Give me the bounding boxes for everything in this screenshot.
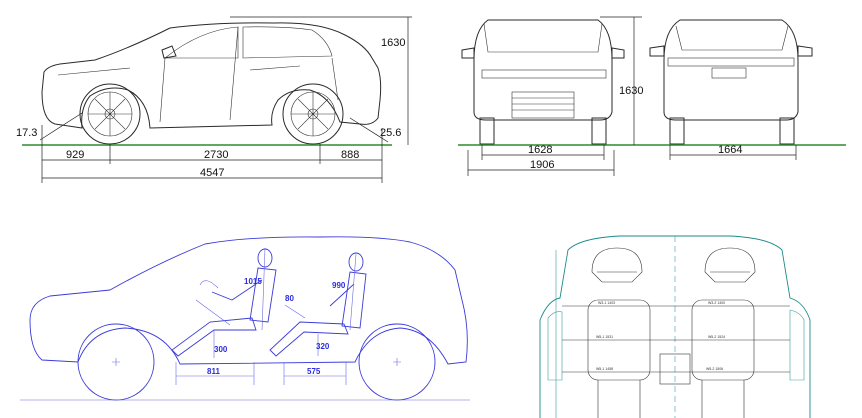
front-tire-left xyxy=(479,117,495,145)
front-seat-height-label: 300 xyxy=(214,345,228,354)
approach-angle-label: 17.3 xyxy=(16,127,37,139)
side-mirror xyxy=(161,45,177,59)
side-character-lines xyxy=(57,65,301,76)
front-track-label: 1628 xyxy=(528,144,552,156)
rear-manikin xyxy=(269,252,367,357)
front-grille-slats xyxy=(512,97,574,111)
rear-tire-right xyxy=(779,117,795,145)
front-overhang-label: 929 xyxy=(66,149,84,161)
front-mirrors xyxy=(461,47,625,59)
interior-side-drawing: 1015 80 990 300 320 811 575 xyxy=(20,236,470,401)
approach-angle-line xyxy=(39,112,83,141)
interior-section-drawing: W3-1 1403 W3-2 1400 W5-1 1531 W5-2 1524 … xyxy=(539,235,811,418)
section-measure-lines xyxy=(562,305,790,373)
rear-mirrors xyxy=(649,45,813,57)
label-front-right-top: W3-2 1400 xyxy=(708,301,725,305)
front-view-drawing xyxy=(461,19,625,145)
label-right-mid: W5-2 1524 xyxy=(708,335,725,339)
front-grille xyxy=(511,91,575,119)
center-console xyxy=(659,353,691,385)
front-legroom-label: 811 xyxy=(207,367,220,376)
left-occupant xyxy=(587,247,651,418)
rear-track-dim xyxy=(669,145,797,160)
right-occupant xyxy=(691,247,756,418)
rear-window xyxy=(675,25,789,51)
front-rear-dimensions: 1630 1628 1906 1664 xyxy=(458,16,846,176)
side-windows xyxy=(164,26,333,59)
length-label: 4547 xyxy=(200,167,224,179)
front-manikin xyxy=(171,248,277,357)
side-extension-lines xyxy=(41,125,383,183)
width-label: 1906 xyxy=(530,159,554,171)
side-view-drawing: 1630 17.3 25.6 929 2730 888 4547 xyxy=(16,16,412,183)
label-left-bottom: W5-1 1458 xyxy=(596,367,613,371)
rear-legroom-label: 575 xyxy=(307,367,321,376)
wheelbase-label: 2730 xyxy=(204,149,228,161)
rear-headroom-label: 990 xyxy=(332,281,346,290)
front-headroom-label: 1015 xyxy=(244,277,262,286)
headroom-lines xyxy=(261,247,357,331)
section-doors xyxy=(547,309,805,381)
label-front-left-top: W3-1 1403 xyxy=(598,301,615,305)
front-headlight-strip xyxy=(481,69,607,79)
door-line-front xyxy=(229,26,239,121)
rear-plate xyxy=(711,67,747,79)
door-line-a xyxy=(159,57,166,123)
front-tire-right xyxy=(591,117,607,145)
departure-angle-label: 25.6 xyxy=(380,127,401,139)
rear-overhang-label: 888 xyxy=(341,149,359,161)
door-line-c xyxy=(331,57,339,101)
rear-wheel xyxy=(282,83,344,145)
rear-body-outline xyxy=(663,19,799,121)
rear-track-label: 1664 xyxy=(718,144,742,156)
front-height-label: 1630 xyxy=(619,85,643,97)
side-dim-lines xyxy=(42,159,382,179)
rear-light-strip xyxy=(667,57,795,67)
interior-body-outline xyxy=(29,236,468,365)
front-wheel xyxy=(79,83,141,145)
side-body-outline xyxy=(41,22,382,129)
side-height-label: 1630 xyxy=(381,37,405,49)
knee-angle-label: 80 xyxy=(285,294,294,303)
front-body-outline xyxy=(473,19,613,121)
rear-seat-height-label: 320 xyxy=(316,342,330,351)
wheel-centers xyxy=(112,358,401,366)
rear-view-drawing xyxy=(649,19,813,145)
front-track-width-dims xyxy=(467,145,615,176)
label-left-mid: W5-1 1531 xyxy=(596,335,613,339)
rear-tire-left xyxy=(669,117,685,145)
interior-dim-lines xyxy=(175,330,347,385)
label-right-bottom: W5-2 1506 xyxy=(706,367,723,371)
front-windshield xyxy=(483,23,603,53)
